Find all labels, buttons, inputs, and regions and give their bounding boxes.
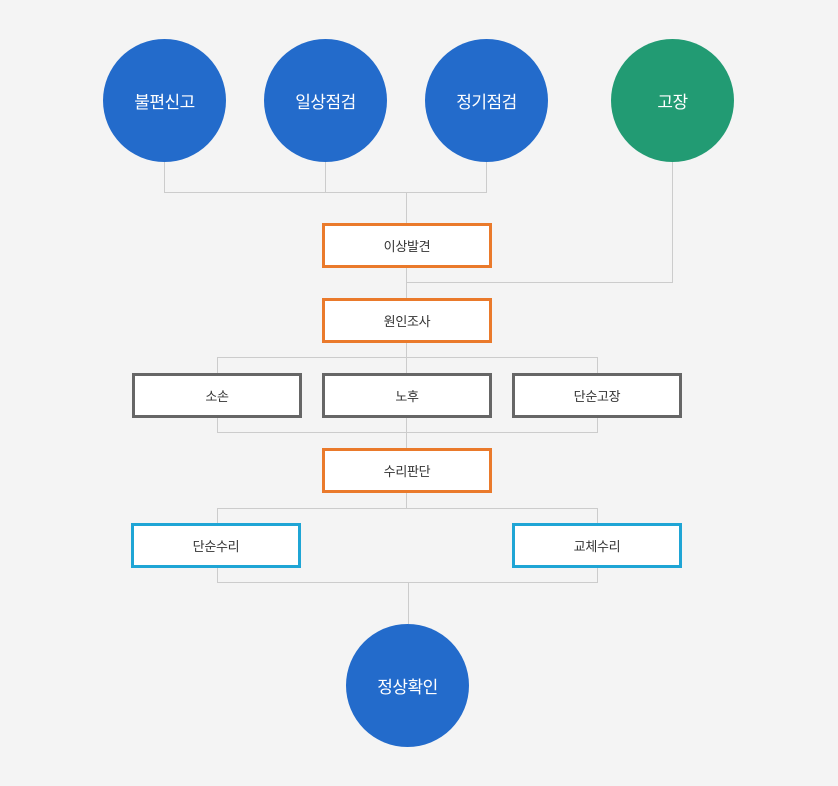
replacement-repair-label: 교체수리 (573, 540, 621, 555)
anomaly-found-label: 이상발견 (383, 240, 431, 255)
cause-investigation-box: 원인조사 (322, 298, 492, 343)
connector-complaint (164, 162, 407, 193)
complaint-label: 불편신고 (134, 93, 195, 113)
connector-regular-check (406, 162, 487, 193)
repair-decision-box: 수리판단 (322, 448, 492, 493)
aging-label: 노후 (395, 390, 419, 405)
regular-check-label: 정기점검 (456, 93, 517, 113)
normal-confirm-label: 정상확인 (377, 678, 438, 698)
daily-check-circle: 일상점검 (264, 39, 387, 162)
anomaly-found-box: 이상발견 (322, 223, 492, 268)
damage-box: 소손 (132, 373, 302, 418)
connector-repair-merge (217, 568, 598, 583)
connector-failure (406, 162, 673, 283)
simple-repair-box: 단순수리 (131, 523, 301, 568)
failure-circle: 고장 (611, 39, 734, 162)
complaint-circle: 불편신고 (103, 39, 226, 162)
repair-decision-label: 수리판단 (383, 465, 431, 480)
cause-investigation-label: 원인조사 (383, 315, 431, 330)
normal-confirm-circle: 정상확인 (346, 624, 469, 747)
simple-failure-box: 단순고장 (512, 373, 682, 418)
simple-repair-label: 단순수리 (192, 540, 240, 555)
regular-check-circle: 정기점검 (425, 39, 548, 162)
connector-cause-split (217, 357, 598, 373)
daily-check-label: 일상점검 (295, 93, 356, 113)
connector-repair-split (217, 508, 598, 523)
aging-box: 노후 (322, 373, 492, 418)
replacement-repair-box: 교체수리 (512, 523, 682, 568)
failure-label: 고장 (657, 93, 688, 113)
connector-cause-merge (217, 418, 598, 433)
damage-label: 소손 (205, 390, 229, 405)
simple-failure-label: 단순고장 (573, 390, 621, 405)
